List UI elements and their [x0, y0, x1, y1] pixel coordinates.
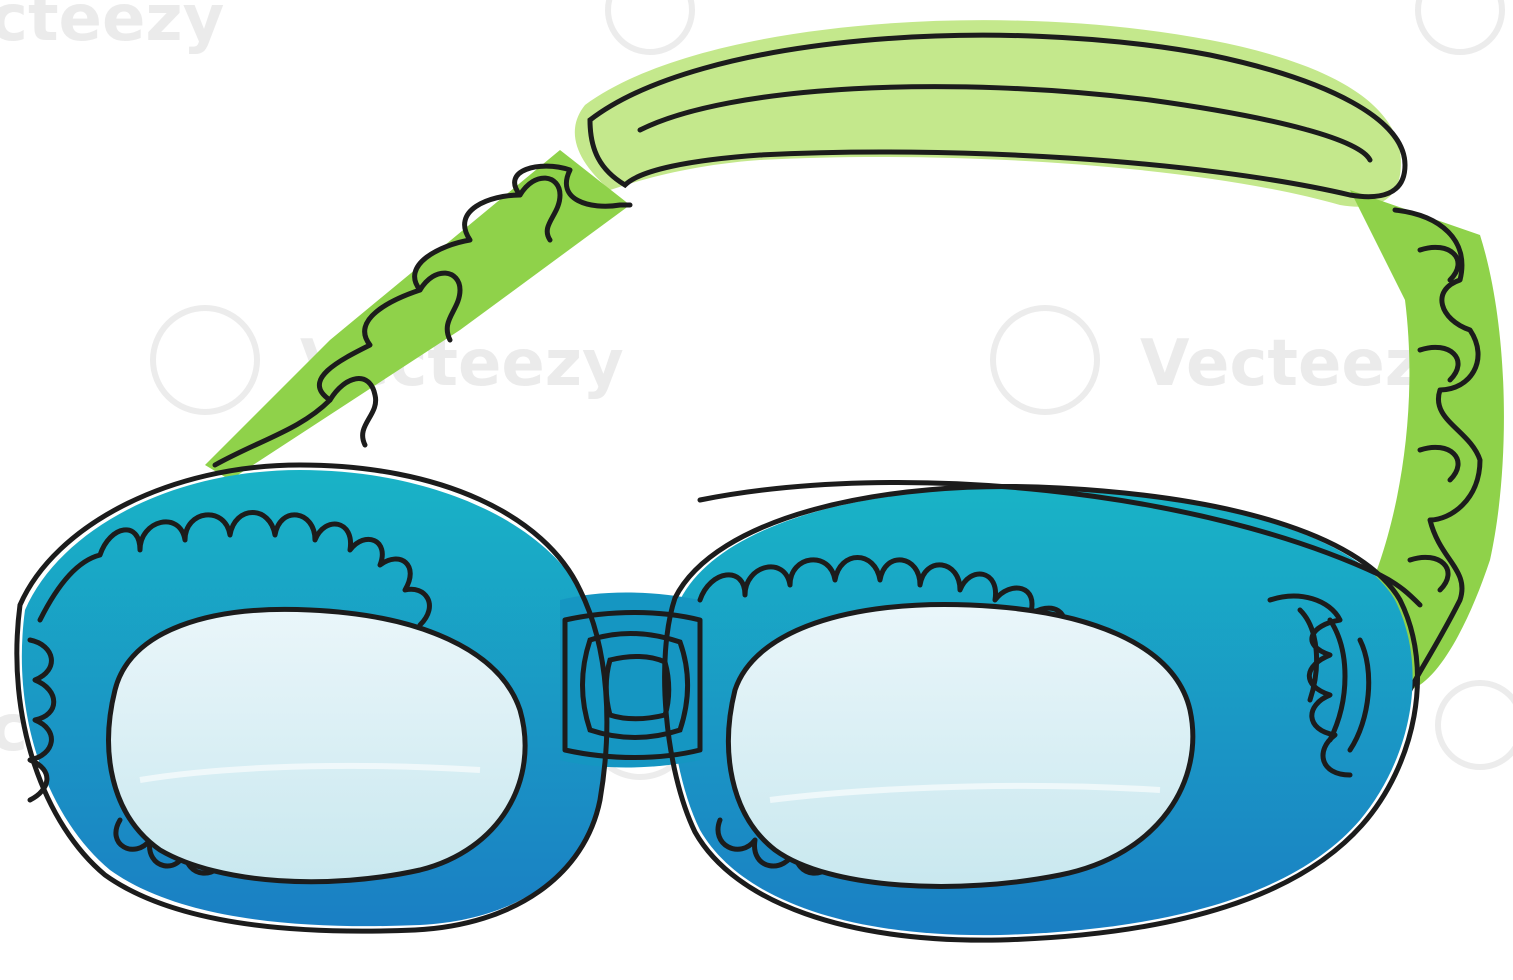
goggle-strap: [205, 20, 1504, 693]
watermark-logo-icon: [605, 0, 695, 55]
watermark-text: cteezy: [0, 0, 224, 56]
goggle-lenses: [106, 601, 1196, 889]
watermark-logo-icon: [1435, 680, 1513, 770]
watermark-logo-icon: [1415, 0, 1505, 55]
watermark-logo-icon: [150, 305, 260, 415]
frame-outline-stroke: [697, 479, 1423, 608]
left-lens: [106, 606, 528, 885]
right-lens: [725, 601, 1196, 889]
watermark-logo-icon: [990, 305, 1100, 415]
